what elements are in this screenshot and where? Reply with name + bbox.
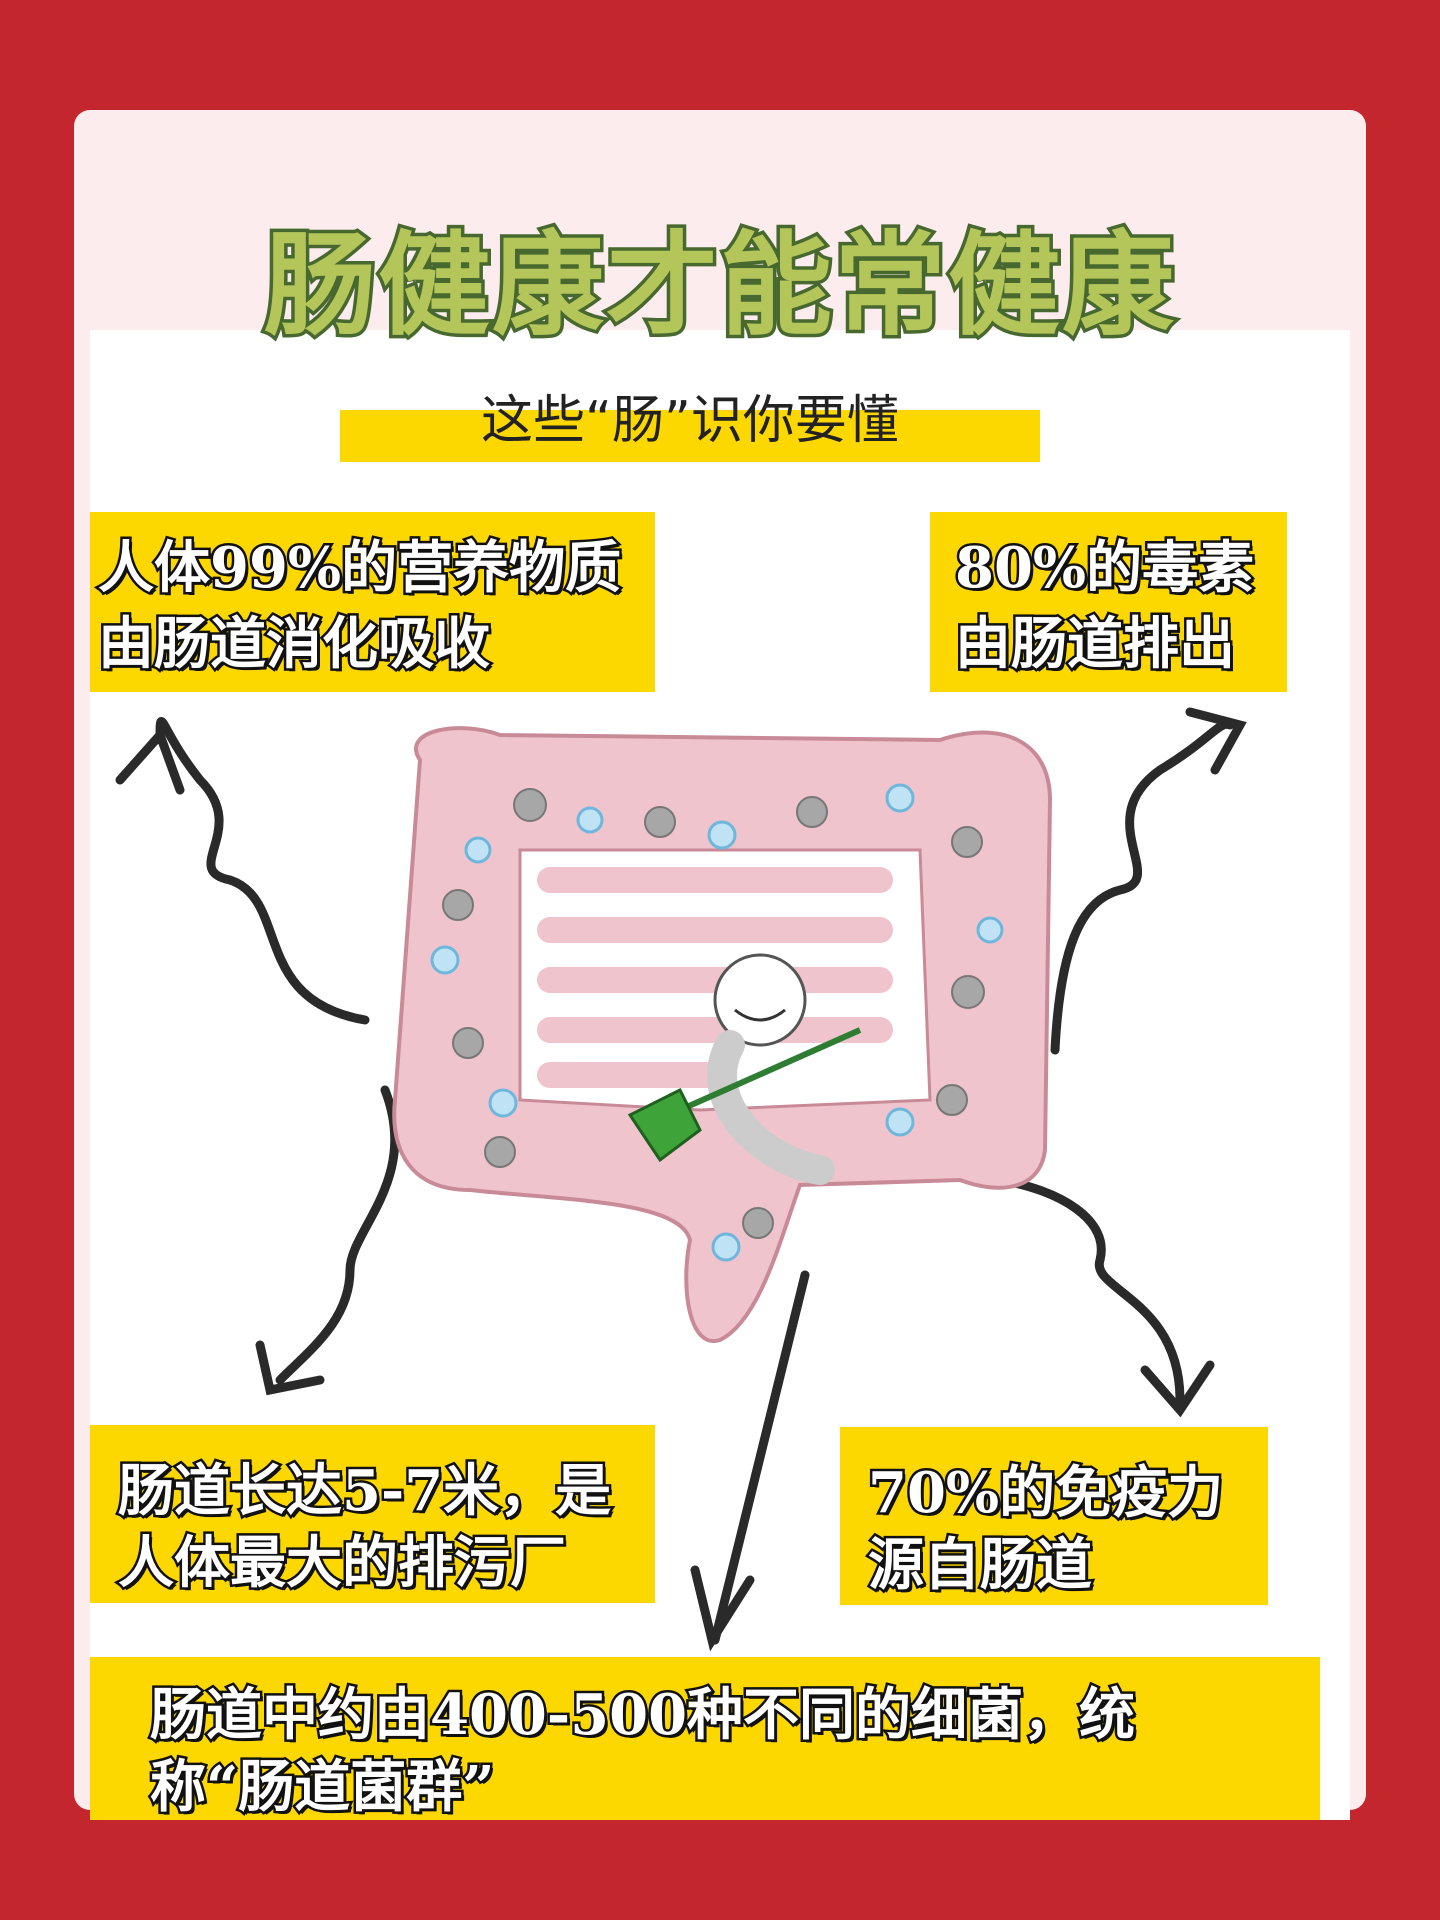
- poster-title: 肠健康才能常健康: [261, 218, 1178, 355]
- arrow-bottom: [710, 1270, 810, 1645]
- fact-toxins-line1: 80%的毒素: [952, 533, 1256, 604]
- arrow-bottom-left: [275, 1085, 400, 1385]
- bubbles: [430, 783, 1004, 1262]
- arrow-head-bottom-right: [1140, 1360, 1215, 1418]
- arrow-head-top-right: [1185, 707, 1247, 775]
- fact-immunity-line2: 源自肠道: [866, 1530, 1095, 1601]
- fact-immunity: 70%的免疫力 源自肠道: [840, 1427, 1268, 1605]
- fact-bacteria-line2: 称“肠道菌群”: [147, 1752, 496, 1823]
- arrow-bottom-right: [995, 1175, 1185, 1405]
- fact-nutrients-line2: 由肠道消化吸收: [96, 609, 493, 680]
- arrow-head-top-left: [115, 726, 185, 795]
- arrow-head-bottom-left: [255, 1340, 325, 1396]
- fact-length-line1: 肠道长达5-7米，是: [115, 1456, 613, 1527]
- cartoon-character: [627, 953, 862, 1185]
- bacteria: [442, 788, 985, 1239]
- arrows: [115, 707, 1247, 1652]
- subtitle: 这些“肠”识你要懂: [481, 391, 899, 451]
- fact-length: 肠道长达5-7米，是 人体最大的排污厂: [90, 1425, 655, 1603]
- fact-immunity-line1: 70%的免疫力: [865, 1458, 1225, 1529]
- subtitle-highlight: [340, 410, 1040, 462]
- fact-bacteria: 肠道中约由400-500种不同的细菌，统 称“肠道菌群”: [90, 1657, 1320, 1823]
- arrow-head-bottom: [690, 1565, 755, 1652]
- fact-nutrients: 人体99%的营养物质 由肠道消化吸收: [90, 512, 655, 692]
- fact-toxins-line2: 由肠道排出: [953, 609, 1238, 680]
- fact-nutrients-line1: 人体99%的营养物质: [95, 533, 623, 604]
- fact-bacteria-line1: 肠道中约由400-500种不同的细菌，统: [147, 1680, 1137, 1751]
- broom-icon: [627, 1087, 702, 1163]
- arrow-top-right: [1050, 719, 1235, 1055]
- arrow-top-left: [155, 716, 370, 1025]
- fact-toxins: 80%的毒素 由肠道排出: [930, 512, 1287, 692]
- fact-length-line2: 人体最大的排污厂: [116, 1528, 569, 1599]
